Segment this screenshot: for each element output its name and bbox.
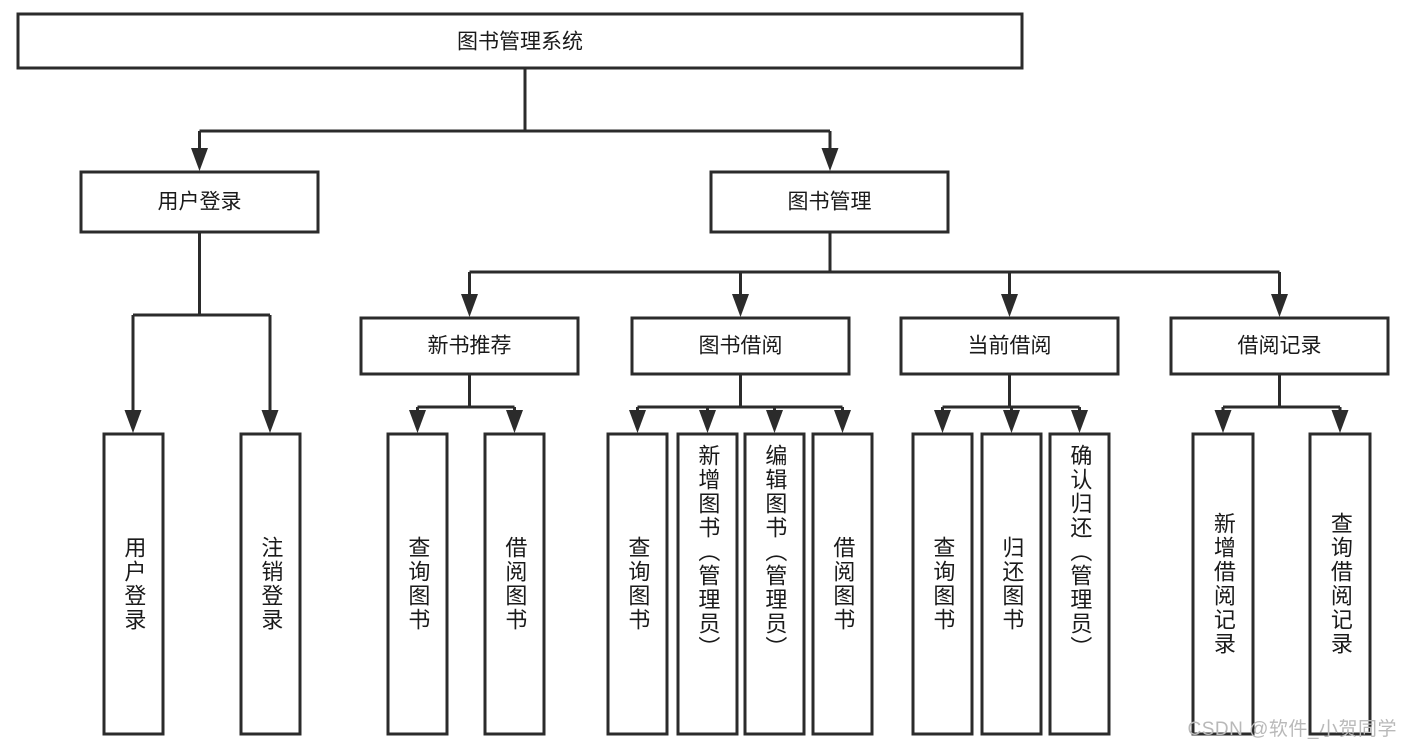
node-book-borrow[interactable]: 图书借阅 (630, 316, 851, 376)
arrow-currentborrow-leaf-3 (1071, 410, 1088, 433)
connector-group-userlogin-to-leaves (124, 232, 279, 433)
arrow-to-borrow-book (732, 294, 749, 317)
leaf-box-user-login[interactable] (102, 432, 165, 736)
arrow-borrowrecord-leaf-2 (1331, 410, 1349, 433)
arrow-borrowbook-leaf-1 (629, 410, 646, 433)
arrow-to-new-book (461, 294, 478, 317)
connector-group-bookmanage-to-level3 (461, 232, 1288, 317)
arrow-userlogin-leaf-2 (261, 410, 279, 433)
node-root-box (16, 12, 1024, 70)
arrow-currentborrow-leaf-2 (1003, 410, 1020, 433)
arrow-borrowbook-leaf-2 (699, 410, 716, 433)
arrow-to-borrow-record (1271, 294, 1288, 317)
node-user-login[interactable]: 用户登录 (79, 170, 320, 234)
node-new-book-recommend[interactable]: 新书推荐 (359, 316, 580, 376)
leaf-box-confirm-return-admin[interactable] (1048, 432, 1111, 736)
node-new-book-recommend-label: 新书推荐 (428, 335, 512, 358)
arrow-newbook-leaf-1 (409, 410, 426, 433)
leaf-box-borrow-book-recommend[interactable] (483, 432, 546, 736)
leaf-box-edit-book-admin[interactable] (743, 432, 806, 736)
arrow-to-user-login (191, 148, 208, 171)
node-book-manage-box (709, 170, 950, 234)
connector-group-currentborrow-to-leaves (934, 374, 1088, 433)
node-root[interactable]: 图书管理系统 (16, 12, 1024, 70)
leaf-boxes-group (102, 432, 1372, 736)
arrow-currentborrow-leaf-1 (934, 410, 951, 433)
leaf-box-query-borrow-record[interactable] (1308, 432, 1372, 736)
connector-group-root-to-level2 (191, 68, 839, 171)
node-user-login-box (79, 170, 320, 234)
arrow-borrowrecord-leaf-1 (1214, 410, 1232, 433)
node-book-borrow-box (630, 316, 851, 376)
arrow-newbook-leaf-2 (506, 410, 523, 433)
leaf-box-add-book-admin[interactable] (676, 432, 739, 736)
leaf-box-return-book[interactable] (980, 432, 1043, 736)
watermark-label: CSDN @软件_小贺同学 (1187, 719, 1397, 740)
node-book-manage-label: 图书管理 (788, 191, 872, 214)
node-current-borrow-label: 当前借阅 (968, 335, 1052, 358)
arrow-borrowbook-leaf-4 (834, 410, 851, 433)
leaf-box-add-borrow-record[interactable] (1191, 432, 1255, 736)
arrow-to-current-borrow (1001, 294, 1018, 317)
leaf-box-query-book-current[interactable] (911, 432, 974, 736)
node-current-borrow[interactable]: 当前借阅 (899, 316, 1120, 376)
node-new-book-recommend-box (359, 316, 580, 376)
node-book-manage[interactable]: 图书管理 (709, 170, 950, 234)
arrow-borrowbook-leaf-3 (766, 410, 783, 433)
node-borrow-record[interactable]: 借阅记录 (1169, 316, 1390, 376)
node-borrow-record-label: 借阅记录 (1238, 335, 1322, 358)
connector-group-borrowrecord-to-leaves (1214, 374, 1349, 433)
leaf-box-query-book-borrow[interactable] (606, 432, 669, 736)
connector-group-newbook-to-leaves (409, 374, 523, 433)
node-book-borrow-label: 图书借阅 (699, 335, 783, 358)
node-user-login-label: 用户登录 (158, 191, 242, 214)
leaf-box-borrow-book[interactable] (811, 432, 874, 736)
node-current-borrow-box (899, 316, 1120, 376)
node-borrow-record-box (1169, 316, 1390, 376)
leaf-box-query-book-recommend[interactable] (386, 432, 449, 736)
node-root-label: 图书管理系统 (457, 31, 583, 54)
arrow-to-book-manage (821, 148, 839, 171)
connector-group-borrowbook-to-leaves (629, 374, 851, 433)
arrow-userlogin-leaf-1 (124, 410, 142, 433)
leaf-box-logout[interactable] (239, 432, 302, 736)
